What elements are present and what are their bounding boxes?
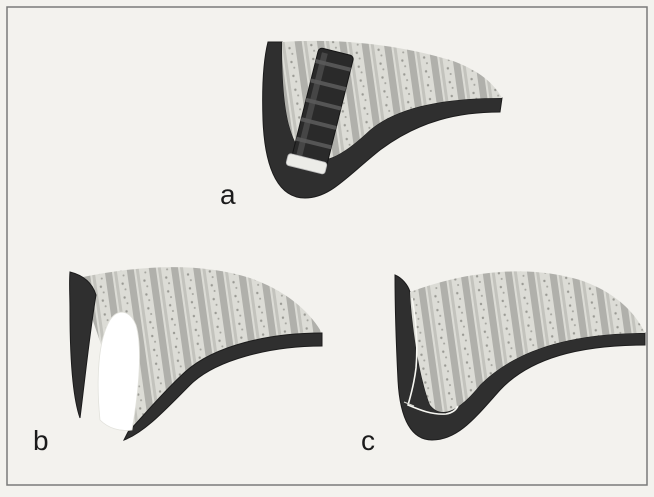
panel-label-a: a: [220, 181, 236, 209]
panel-c-bone-with-crack: [395, 271, 645, 440]
panel-label-c: c: [361, 427, 375, 455]
panel-label-b: b: [33, 427, 49, 455]
panel-b-bone-with-cavity: [70, 267, 322, 440]
panel-a-bone-with-implant: [263, 41, 502, 198]
panel-b-cortex-left: [70, 272, 96, 418]
